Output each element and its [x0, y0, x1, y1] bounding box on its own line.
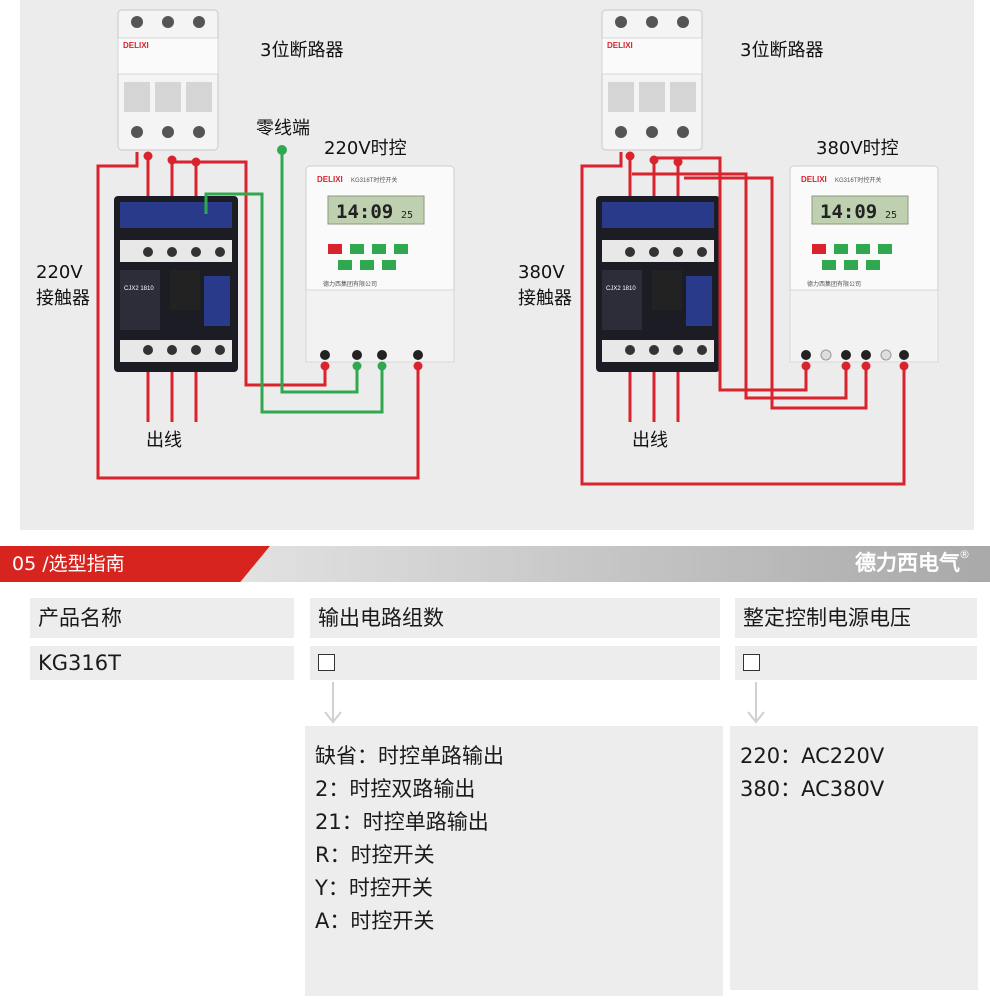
output-options-panel: 缺省：时控单路输出 2：时控双路输出 21：时控单路输出 R：时控开关 Y：时控…: [305, 726, 723, 996]
breaker-brand-left: DELIXI: [123, 41, 149, 50]
contactor-code-left: CJX2 1810: [124, 286, 154, 292]
timer-model-left: KG316T时控开关: [351, 176, 397, 184]
output-option: A：时控开关: [315, 909, 435, 933]
timer-seconds-right: 25: [885, 210, 897, 221]
contactor-left: CJX2 1810: [114, 196, 238, 372]
breaker-brand-right: DELIXI: [607, 41, 633, 50]
output-option: 21：时控单路输出: [315, 810, 489, 834]
voltage-option: 380：AC380V: [740, 777, 885, 801]
timer-brand-right: DELIXI: [801, 175, 827, 184]
contactor-voltage-left: 220V: [36, 262, 83, 283]
timer-model-right: KG316T时控开关: [835, 176, 881, 184]
timer-brand-left: DELIXI: [317, 175, 343, 184]
neutral-label-left: 零线端: [256, 118, 310, 139]
left-diagram: DELIXI CJX2 1810 DELIXI KG316T时控开关: [96, 9, 455, 480]
contactor-label-left: 接触器: [36, 288, 90, 309]
timer-switch-right: DELIXI KG316T时控开关 14:09 25 德力西集团有限公司: [789, 165, 939, 363]
output-label-left: 出线: [146, 430, 182, 451]
voltage-option: 220：AC220V: [740, 744, 885, 768]
contactor-voltage-right: 380V: [518, 262, 565, 283]
voltage-options-panel: 220：AC220V 380：AC380V: [730, 726, 978, 990]
banner-gray-strip: [236, 546, 990, 582]
wiring-diagram-panel: DELIXI CJX2 1810 DELIXI KG316T时控开关: [20, 0, 974, 530]
header-control-voltage: 整定控制电源电压: [735, 598, 977, 638]
output-option: 2：时控双路输出: [315, 777, 476, 801]
timer-label-left: 220V时控: [324, 138, 407, 159]
timer-switch-left: DELIXI KG316T时控开关 14:09 25 德力西集团有限公司: [305, 165, 455, 363]
contactor-label-right: 接触器: [518, 288, 572, 309]
down-arrow-icon: [747, 682, 765, 724]
breaker-label-left: 3位断路器: [260, 40, 344, 61]
voltage-code-placeholder-box: [743, 654, 760, 671]
voltage-code-slot: [735, 646, 977, 680]
live-wires-right: [580, 151, 909, 486]
output-option: 缺省：时控单路输出: [315, 744, 504, 768]
timer-footer-left: 德力西集团有限公司: [323, 280, 377, 288]
timer-label-right: 380V时控: [816, 138, 899, 159]
registered-mark: ®: [959, 548, 970, 561]
live-wires-left: [96, 151, 423, 480]
circuit-breaker-left: DELIXI: [117, 9, 219, 151]
section-title: 05 /选型指南: [12, 553, 125, 575]
timer-seconds-left: 25: [401, 210, 413, 221]
output-label-right: 出线: [632, 430, 668, 451]
banner-red-strip: 05 /选型指南: [0, 546, 270, 582]
section-banner: 05 /选型指南 德力西电气 ®: [0, 546, 990, 582]
product-model: KG316T: [30, 646, 294, 680]
down-arrow-icon: [324, 682, 342, 724]
output-code-placeholder-box: [318, 654, 335, 671]
output-option: R：时控开关: [315, 843, 435, 867]
header-product-name: 产品名称: [30, 598, 294, 638]
header-output-circuits: 输出电路组数: [310, 598, 720, 638]
circuit-breaker-right: DELIXI: [601, 9, 703, 151]
timer-time-left: 14:09: [336, 201, 393, 223]
output-code-slot: [310, 646, 720, 680]
timer-time-right: 14:09: [820, 201, 877, 223]
timer-footer-right: 德力西集团有限公司: [807, 280, 861, 288]
neutral-wires-left: [204, 145, 387, 414]
contactor-right: CJX2 1810: [596, 196, 720, 372]
breaker-label-right: 3位断路器: [740, 40, 824, 61]
output-option: Y：时控开关: [315, 876, 433, 900]
brand-name: 德力西电气: [855, 551, 960, 575]
contactor-code-right: CJX2 1810: [606, 286, 636, 292]
wiring-diagram: DELIXI CJX2 1810 DELIXI KG316T时控开关: [96, 9, 939, 486]
right-diagram: DELIXI CJX2 1810 DELIXI KG316T时控开关: [580, 9, 939, 486]
